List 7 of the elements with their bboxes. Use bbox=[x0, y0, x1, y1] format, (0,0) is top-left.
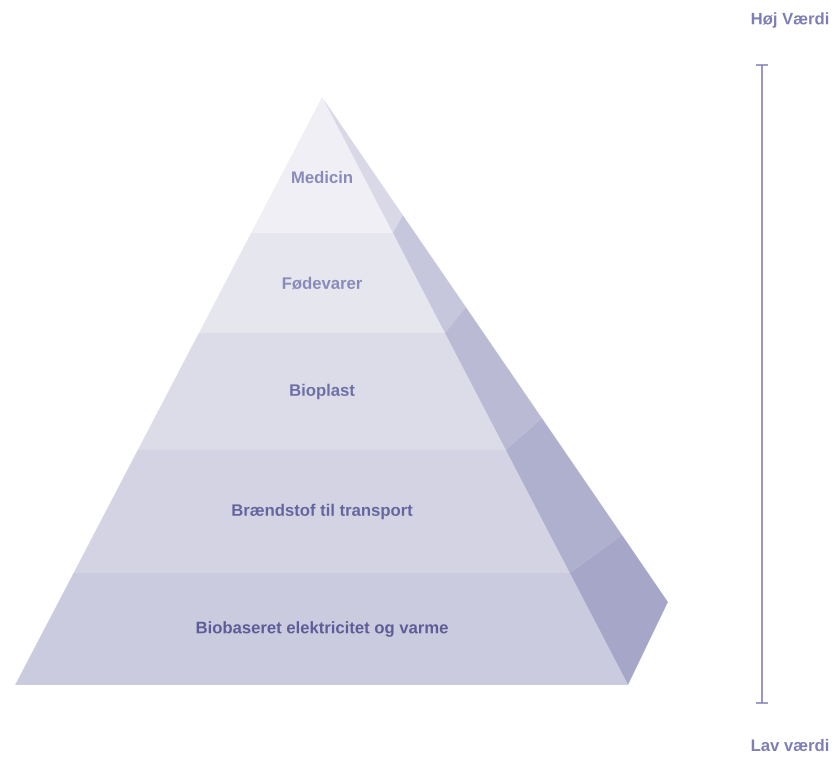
pyramid-layer: Fødevarer bbox=[198, 215, 466, 333]
scale-label: Høj Værdi bbox=[752, 12, 828, 28]
pyramid-layer: Medicin bbox=[251, 97, 403, 233]
pyramid-layer: Bioplast bbox=[138, 307, 542, 450]
pyramid-layer: Brændstof til transport bbox=[74, 418, 622, 573]
pyramid-layer: Biobaseret elektricitet og varme bbox=[15, 535, 668, 685]
scale-label: Lav værdi bbox=[752, 738, 828, 752]
